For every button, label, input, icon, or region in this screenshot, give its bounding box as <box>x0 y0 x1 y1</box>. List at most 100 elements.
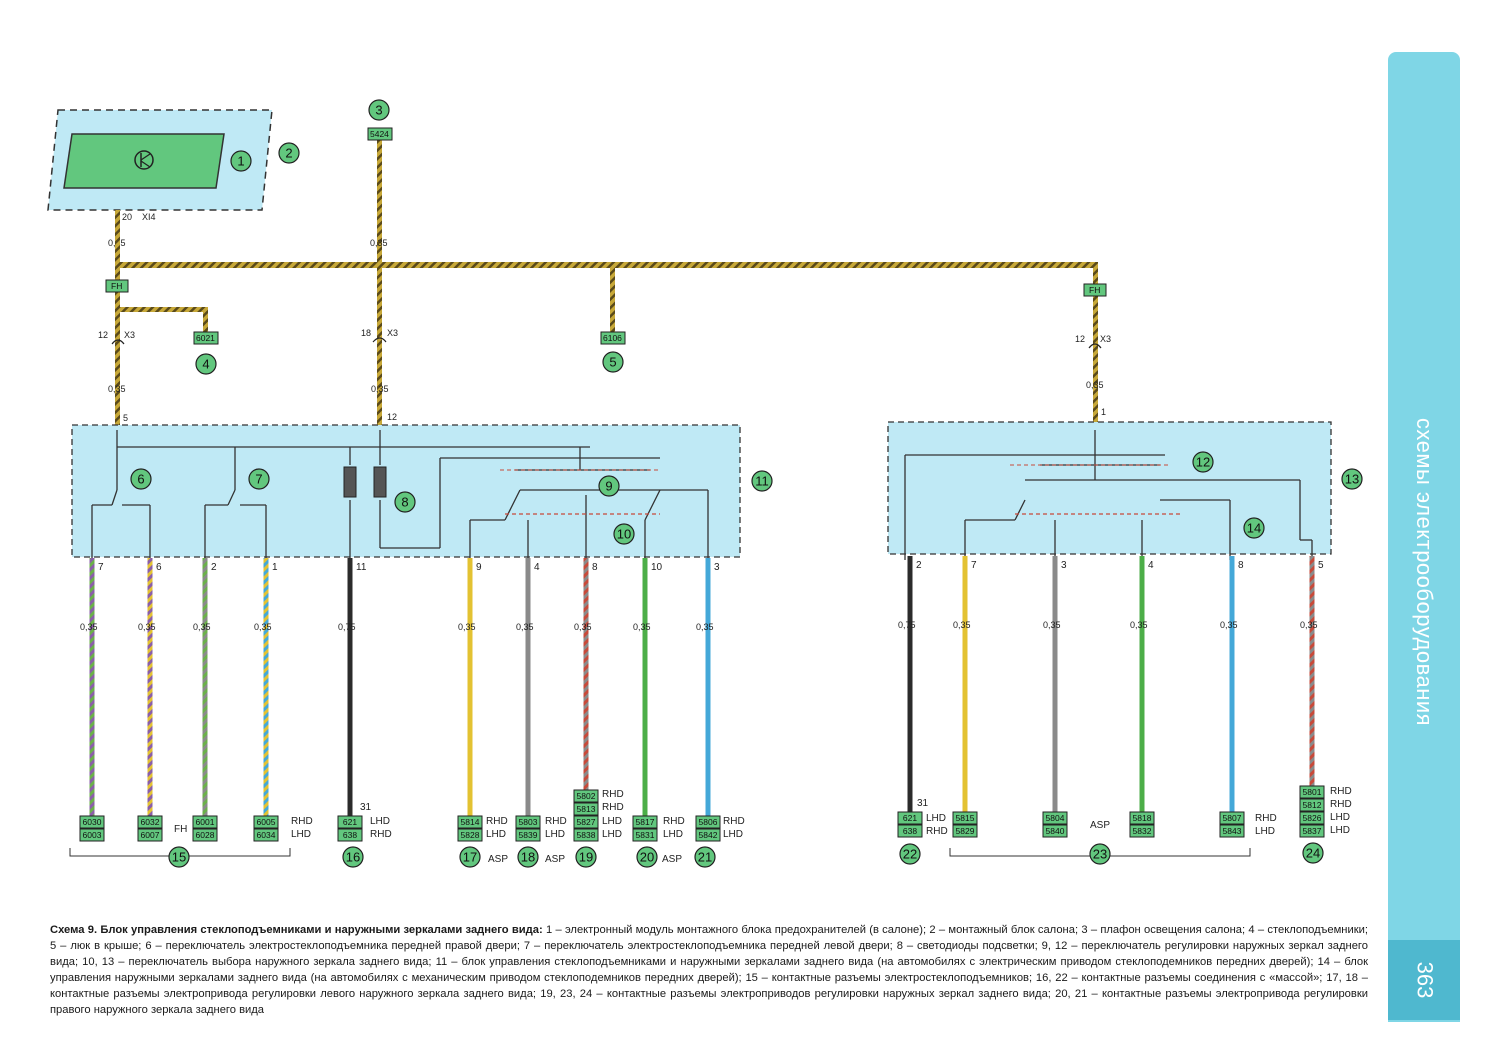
svg-text:RHD: RHD <box>663 816 685 827</box>
right-connector-code-5-0: 5801 <box>1303 787 1322 797</box>
left-wire-pin-2: 2 <box>211 562 217 573</box>
callout-circle-15 <box>168 846 190 868</box>
svg-text:5424: 5424 <box>370 129 389 139</box>
callout-label-5: 5 <box>609 355 616 370</box>
svg-text:12: 12 <box>98 330 108 340</box>
callout-label-3: 3 <box>375 103 382 118</box>
left-connector-code-9-1: 5842 <box>699 830 718 840</box>
left-wire-gauge-0: 0,35 <box>80 622 98 632</box>
right-wire-pin-2: 3 <box>1061 560 1067 571</box>
callout-circle-22 <box>899 843 921 865</box>
left-wire-9 <box>705 558 711 816</box>
svg-text:ASP: ASP <box>662 854 682 865</box>
right-connector-2-1 <box>1042 824 1068 838</box>
left-wire-2 <box>202 558 208 816</box>
svg-text:0,35: 0,35 <box>371 384 389 394</box>
callout-label-16: 16 <box>346 850 360 865</box>
led-icon-1 <box>343 466 357 498</box>
callout-circle-16 <box>342 846 364 868</box>
bus-wire-sunroof <box>610 262 615 332</box>
left-connector-9-0 <box>695 815 721 829</box>
right-connector-code-5-2: 5826 <box>1303 813 1322 823</box>
left-connector-2-0 <box>192 815 218 829</box>
right-wire-1 <box>962 556 968 812</box>
connector-6106 <box>600 331 626 345</box>
svg-text:5: 5 <box>123 413 128 423</box>
right-connector-code-1-1: 5829 <box>956 826 975 836</box>
callout-circle-6 <box>130 468 152 490</box>
callout-circle-19 <box>575 846 597 868</box>
right-connector-code-4-1: 5843 <box>1223 826 1242 836</box>
callout-circle-23 <box>1089 843 1111 865</box>
right-connector-4-1 <box>1219 824 1245 838</box>
svg-text:0,35: 0,35 <box>370 238 388 248</box>
svg-text:LHD: LHD <box>926 813 946 824</box>
xi4-label: XI4 <box>142 212 156 222</box>
left-connector-5-0 <box>457 815 483 829</box>
callout-circle-12 <box>1192 451 1214 473</box>
led-icon-2 <box>373 466 387 498</box>
callout-circle-20 <box>636 846 658 868</box>
svg-text:18: 18 <box>361 328 371 338</box>
svg-text:6106: 6106 <box>603 333 622 343</box>
right-wire-0 <box>907 556 913 812</box>
left-connector-3-1 <box>253 828 279 842</box>
callout-circle-5 <box>602 351 624 373</box>
svg-text:RHD: RHD <box>723 816 745 827</box>
left-output-wires: 70,356030600360,356032600720,35600160281… <box>79 558 721 842</box>
callout-label-7: 7 <box>255 472 262 487</box>
callout-label-19: 19 <box>579 850 593 865</box>
left-connector-4-1 <box>337 828 363 842</box>
left-connector-code-1-1: 6007 <box>141 830 160 840</box>
left-wire-1 <box>147 558 153 816</box>
left-connector-code-7-2: 5827 <box>577 817 596 827</box>
callout-circle-14 <box>1243 517 1265 539</box>
right-connector-code-3-0: 5818 <box>1133 813 1152 823</box>
callout-label-13: 13 <box>1345 472 1359 487</box>
left-connector-code-4-1: 638 <box>343 830 357 840</box>
callout-label-14: 14 <box>1247 521 1261 536</box>
svg-text:0,35: 0,35 <box>1086 380 1104 390</box>
left-wire-pin-3: 1 <box>272 562 278 573</box>
right-wire-gauge-4: 0,35 <box>1220 620 1238 630</box>
wiring-diagram: 20 XI4 0,35 FH FH 5424 0,35 12 X3 0,35 5… <box>47 99 1363 868</box>
callout-label-21: 21 <box>698 850 712 865</box>
left-wire-6 <box>525 558 531 816</box>
svg-text:0,35: 0,35 <box>108 384 126 394</box>
right-wire-gauge-3: 0,35 <box>1130 620 1148 630</box>
caption-title: Схема 9. Блок управления стеклоподъемник… <box>50 924 543 936</box>
callout-label-18: 18 <box>521 850 535 865</box>
left-connector-0-0 <box>79 815 105 829</box>
right-connector-0-0 <box>897 811 923 825</box>
section-title: схемы электрооборудования <box>1412 417 1437 727</box>
left-connector-code-3-0: 6005 <box>257 817 276 827</box>
left-connector-1-1 <box>137 828 163 842</box>
bus-wire-right <box>1093 262 1098 422</box>
label-fh: FH <box>174 824 187 835</box>
bus-wire-horizontal <box>115 262 1098 268</box>
block-11-window-mirror-control <box>71 424 741 558</box>
left-connector-2-1 <box>192 828 218 842</box>
svg-text:LHD: LHD <box>1330 812 1350 823</box>
left-connector-3-0 <box>253 815 279 829</box>
callout-label-1: 1 <box>237 154 244 169</box>
svg-text:LHD: LHD <box>602 816 622 827</box>
left-connector-8-0 <box>632 815 658 829</box>
callout-circle-13 <box>1341 468 1363 490</box>
left-wire-gauge-9: 0,35 <box>696 622 714 632</box>
callout-label-2: 2 <box>285 146 292 161</box>
caption-text: 1 – электронный модуль монтажного блока … <box>50 924 1368 1016</box>
callout-label-23: 23 <box>1093 847 1107 862</box>
callout-label-4: 4 <box>202 357 209 372</box>
svg-text:ASP: ASP <box>545 854 565 865</box>
callout-circle-10 <box>613 523 635 545</box>
right-connector-5-0 <box>1299 785 1325 799</box>
left-connector-6-0 <box>515 815 541 829</box>
left-connector-7-0 <box>573 789 599 803</box>
right-connector-code-1-0: 5815 <box>956 813 975 823</box>
svg-text:RHD: RHD <box>486 816 508 827</box>
left-connector-code-2-0: 6001 <box>196 817 215 827</box>
callout-circle-18 <box>517 846 539 868</box>
svg-text:LHD: LHD <box>723 829 743 840</box>
